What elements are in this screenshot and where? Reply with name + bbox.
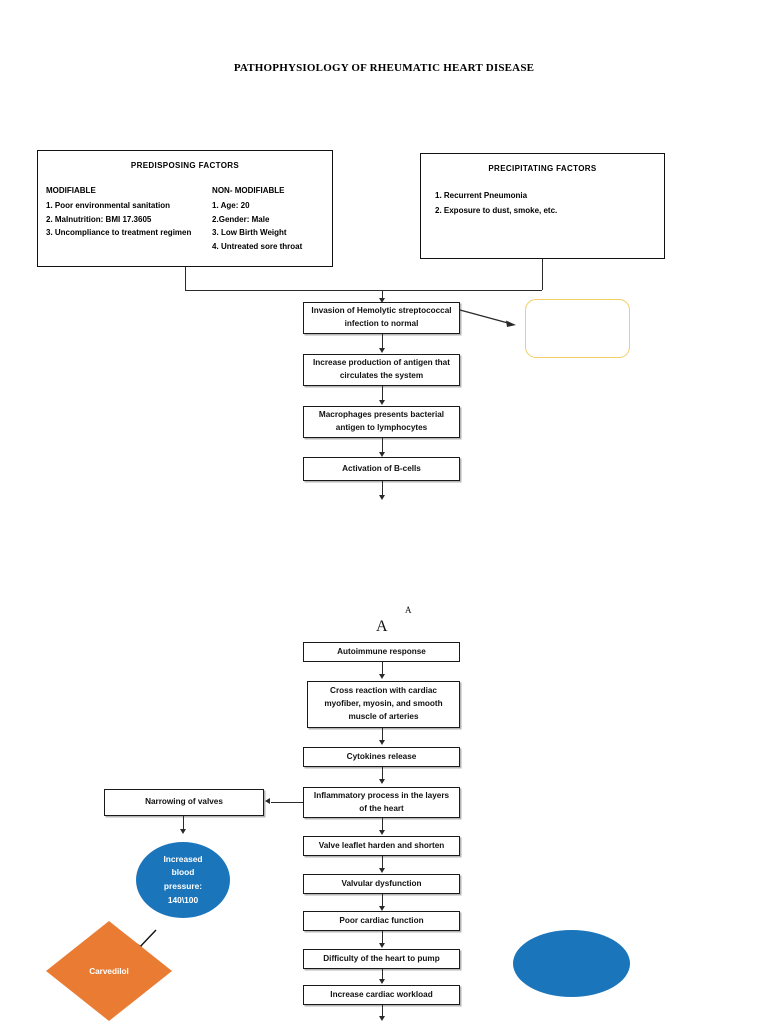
bp-circle-label: Increased blood pressure: 140\100 <box>163 853 202 907</box>
precipitating-factors-box: PRECIPITATING FACTORS 1. Recurrent Pneum… <box>420 153 665 259</box>
connector-antigen-to-macrophages <box>382 386 383 402</box>
predisposing-factors-box: PREDISPOSING FACTORS MODIFIABLE 1. Poor … <box>37 150 333 267</box>
connector-merge-to-invasion <box>382 290 383 300</box>
empty-blue-ellipse <box>513 930 630 997</box>
modifiable-list: 1. Poor environmental sanitation 2. Maln… <box>46 199 212 240</box>
arrow-into-inflammatory <box>378 779 385 784</box>
list-item: 3. Low Birth Weight <box>212 228 287 238</box>
connector-cytokines-to-inflammatory <box>382 767 383 781</box>
page-title: PATHOPHYSIOLOGY OF RHEUMATIC HEART DISEA… <box>233 62 535 74</box>
connector-autoimmune-to-cross <box>382 662 383 676</box>
list-item: 2.Gender: Male <box>212 214 270 224</box>
box-activation-b-cells: Activation of B-cells <box>303 457 460 481</box>
arrow-invasion-to-note <box>459 309 516 327</box>
box-cytokines-release: Cytokines release <box>303 747 460 767</box>
connector-workload-down <box>382 1005 383 1018</box>
box-poor-cardiac-function: Poor cardiac function <box>303 911 460 931</box>
connector-merge-bar <box>185 290 542 291</box>
arrow-into-invasion <box>378 298 385 303</box>
modifiable-heading: MODIFIABLE <box>46 186 96 195</box>
list-item: 1. Age: 20 <box>212 200 250 210</box>
box-valvular-dysfunction: Valvular dysfunction <box>303 874 460 894</box>
list-item: 2. Exposure to dust, smoke, etc. <box>435 205 558 215</box>
connector-difficulty-to-workload <box>382 969 383 981</box>
bp-line: blood <box>171 867 195 878</box>
arrow-into-valvular <box>378 868 385 873</box>
arrow-into-workload <box>378 979 385 984</box>
box-antigen-production: Increase production of antigen that circ… <box>303 354 460 386</box>
connector-inflammatory-to-leaflet <box>382 818 383 832</box>
arrow-workload-offpage <box>378 1016 385 1021</box>
connector-predisposing-down <box>185 267 186 290</box>
connector-letter-big: A <box>376 618 388 635</box>
connector-valvular-to-poor <box>382 894 383 908</box>
list-item: 1. Poor environmental sanitation <box>46 200 171 210</box>
modifiable-column: MODIFIABLE 1. Poor environmental sanitat… <box>46 184 212 254</box>
arrow-bcells-to-connector-a <box>378 495 385 500</box>
box-cross-reaction: Cross reaction with cardiac myofiber, my… <box>307 681 460 728</box>
arrow-into-narrowing <box>265 798 270 805</box>
connector-precipitating-down <box>542 259 543 290</box>
diamond-label: Carvedilol <box>89 966 129 976</box>
precipitating-factors-title: PRECIPITATING FACTORS <box>488 164 597 173</box>
arrow-into-cross-reaction <box>378 674 385 679</box>
box-invasion: Invasion of Hemolytic streptococcal infe… <box>303 302 460 334</box>
box-valve-leaflet: Valve leaflet harden and shorten <box>303 836 460 856</box>
predisposing-factors-title: PREDISPOSING FACTORS <box>130 161 240 170</box>
connector-cross-to-cytokines <box>382 728 383 742</box>
box-macrophages: Macrophages presents bacterial antigen t… <box>303 406 460 438</box>
list-item: 4. Untreated sore throat <box>212 242 303 251</box>
list-item: 2. Malnutrition: BMI 17.3605 <box>46 214 152 224</box>
non-modifiable-heading: NON- MODIFIABLE <box>212 186 285 195</box>
box-difficulty-heart-pump: Difficulty of the heart to pump <box>303 949 460 969</box>
list-item: 1. Recurrent Pneumonia <box>435 191 528 200</box>
arrow-into-antigen <box>378 348 385 353</box>
list-item: 3. Uncompliance to treatment regimen <box>46 228 192 238</box>
connector-narrowing-to-bp <box>183 816 184 832</box>
arrow-into-cytokines <box>378 740 385 745</box>
non-modifiable-list: 1. Age: 20 2.Gender: Male 3. Low Birth W… <box>212 199 324 254</box>
connector-leaflet-to-valvular <box>382 856 383 870</box>
arrow-into-bp-circle <box>179 829 186 834</box>
connector-bcells-down <box>382 481 383 497</box>
box-inflammatory-process: Inflammatory process in the layers of th… <box>303 787 460 818</box>
circle-increased-blood-pressure: Increased blood pressure: 140\100 <box>136 842 230 918</box>
bp-line: 140\100 <box>167 894 199 905</box>
diamond-carvedilol: Carvedilol <box>46 921 172 1021</box>
arrow-into-valve-leaflet <box>378 830 385 835</box>
connector-letter-small: A <box>405 605 412 615</box>
empty-note-shape <box>525 299 630 358</box>
arrow-into-difficulty <box>378 943 385 948</box>
bp-line: pressure: <box>163 881 203 891</box>
box-increase-cardiac-workload: Increase cardiac workload <box>303 985 460 1005</box>
arrow-into-poor-cardiac <box>378 906 385 911</box>
connector-inflammatory-to-narrowing <box>271 802 303 803</box>
bp-line: Increased <box>163 853 203 864</box>
connector-macrophages-to-bcells <box>382 438 383 454</box>
connector-poor-to-difficulty <box>382 931 383 945</box>
box-narrowing-of-valves: Narrowing of valves <box>104 789 264 816</box>
arrow-into-bcells <box>378 452 385 457</box>
box-autoimmune-response: Autoimmune response <box>303 642 460 662</box>
precipitating-list: 1. Recurrent Pneumonia 2. Exposure to du… <box>421 189 664 219</box>
connector-invasion-to-antigen <box>382 334 383 350</box>
non-modifiable-column: NON- MODIFIABLE 1. Age: 20 2.Gender: Mal… <box>212 184 324 254</box>
arrow-into-macrophages <box>378 400 385 405</box>
